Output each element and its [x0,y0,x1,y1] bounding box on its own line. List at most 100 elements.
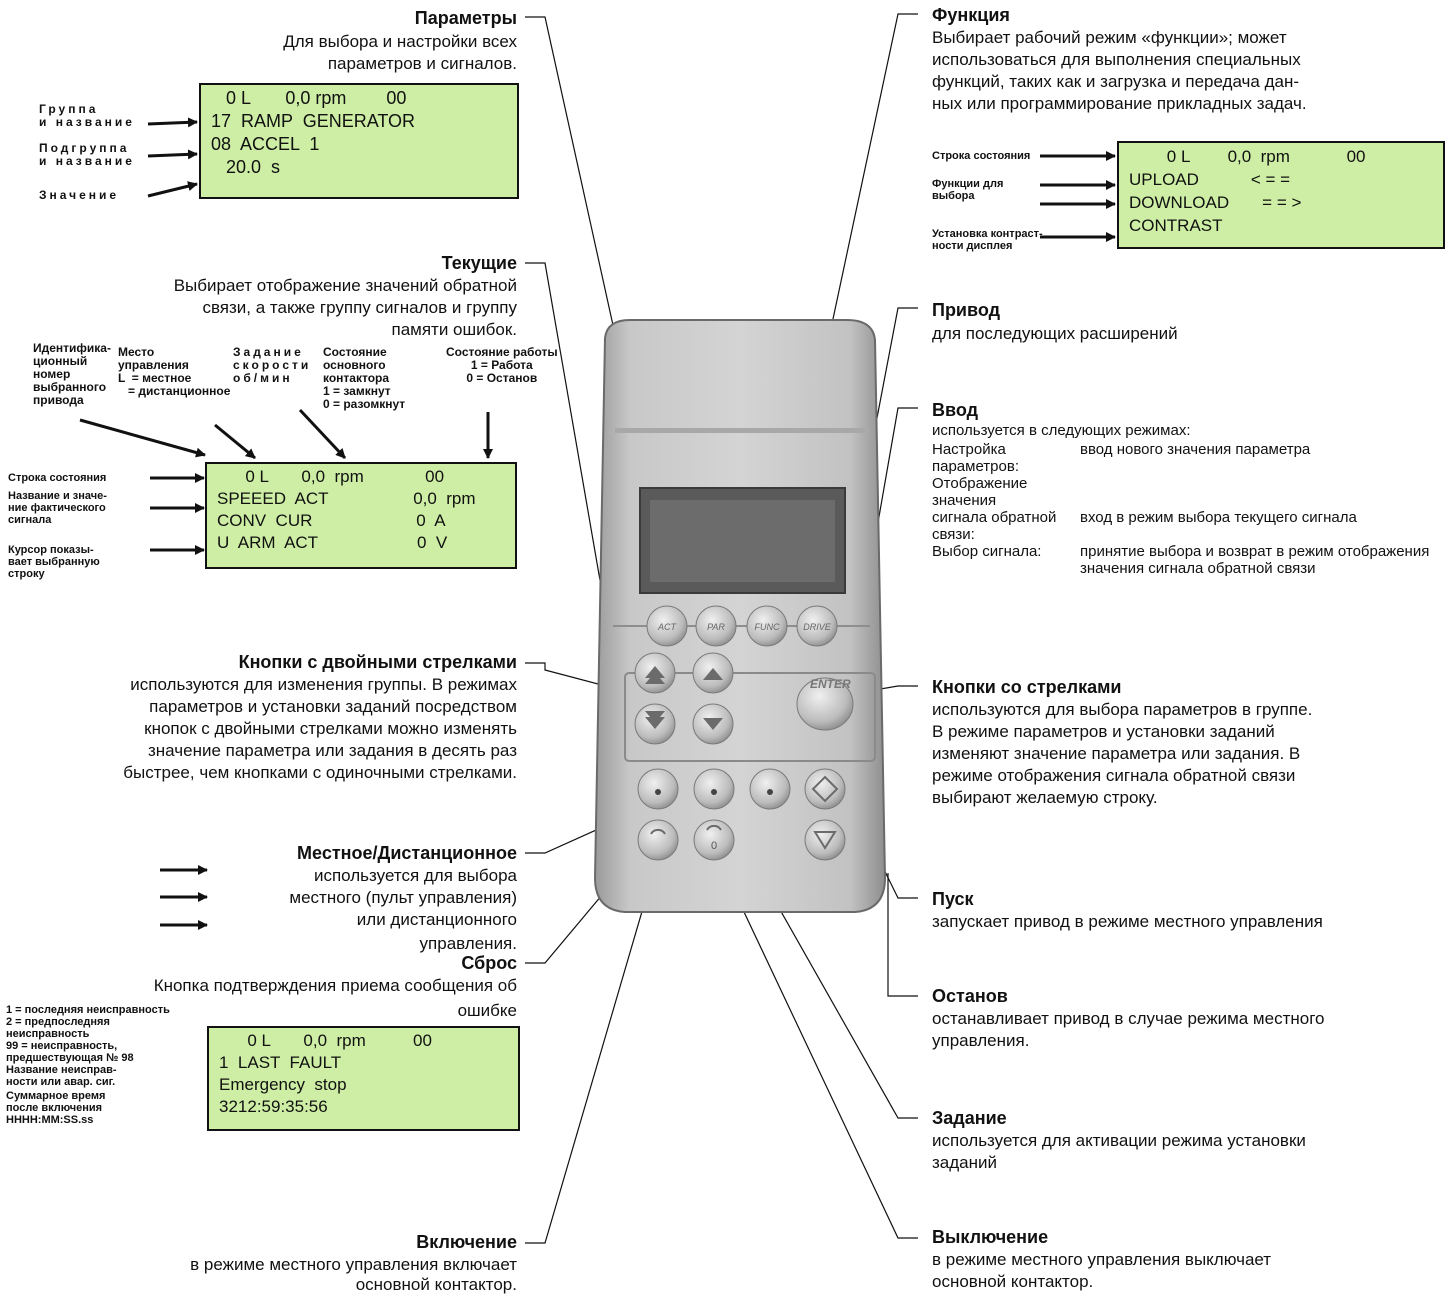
label-speed-ref: Задание скорости об/мин [233,345,312,385]
function-title: Функция [932,5,1010,25]
label-run-state: Состояние работы 1 = Работа 0 = Останов [446,345,558,385]
on-title: Включение [416,1232,517,1252]
start-line-1: запускает привод в режиме местного управ… [932,912,1323,931]
lcd-line: 08 ACCEL 1 [211,134,320,154]
on-line-1: в режиме местного управления включает [190,1255,517,1274]
local-remote-line: управления. [419,934,517,953]
label-drive-id: Идентифика- ционный номер выбранного при… [33,341,111,407]
lcd-line: CONTRAST [1129,216,1223,235]
double-arrows-line: кнопок с двойными стрелками можно изменя… [144,719,517,738]
lcd-line: CONV CUR 0 A [217,511,446,530]
off-line-2: основной контактор. [932,1272,1094,1291]
local-remote-title: Местное/Дистанционное [297,843,517,863]
actual-desc-2: связи, а также группу сигналов и группу [202,298,517,317]
double-arrows-title: Кнопки с двойными стрелками [238,652,517,672]
local-remote-line: местного (пульт управления) [289,888,517,907]
reset-line-2: ошибке [457,1001,517,1020]
label-fault-name: Название неисправ- ности или авар. сиг. [6,1064,117,1088]
enter-modes-table: Настройка параметров: ввод нового значен… [932,441,1442,577]
function-line: функций, таких как и загрузка и передача… [932,72,1300,91]
stop-title: Останов [932,986,1008,1006]
lcd-line: 3212:59:35:56 [219,1097,328,1116]
label-subgroup: Подгруппа и название [39,141,135,168]
drive-key-label: DRIVE [803,622,832,632]
enter-line-1: используется в следующих режимах: [932,422,1191,439]
actual-desc-1: Выбирает отображение значений обратной [173,276,517,295]
params-desc-2: параметров и сигналов. [327,54,517,73]
drive-title: Привод [932,300,1001,320]
label-control-place: Место управления L = местное = дистанцио… [118,345,231,398]
actual-lcd: 0 L 0,0 rpm 00 SPEEED ACT 0,0 rpm CONV C… [205,462,517,569]
start-title: Пуск [932,889,974,909]
lcd-line: 20.0 s [211,157,281,177]
stop-line-1: останавливает привод в случае режима мес… [932,1009,1325,1028]
enter-mode-name: сигнала обратной связи: [932,509,1057,543]
act-key-label: ACT [657,622,678,632]
panel-enter-key: ENTER [796,677,854,731]
reference-line-2: заданий [932,1153,998,1172]
zero-key-label: 0 [711,840,717,852]
lcd-line: 0 L 0,0 rpm 00 [1129,147,1366,166]
label-fault-index: 1 = последняя неисправность 2 = предпосл… [6,1004,170,1064]
enter-title: Ввод [932,400,979,420]
lcd-line: U ARM ACT 0 V [217,533,448,552]
arrows-line: выбирают желаемую строку. [932,788,1158,807]
label-contactor: Состояние основного контактора 1 = замкн… [323,345,406,411]
reset-line-1: Кнопка подтверждения приема сообщения об [153,976,517,995]
label-func-select: Функции для выбора [932,178,1004,202]
enter-mode-desc: принятие выбора и возврат в режим отобра… [1080,543,1430,577]
label-signal-name: Название и значе- ние фактического сигна… [8,490,107,526]
arrows-title: Кнопки со стрелками [932,677,1122,697]
lcd-line: UPLOAD < = = [1129,170,1291,189]
lcd-line: DOWNLOAD = = > [1129,193,1302,212]
lcd-line: 0 L 0,0 rpm 00 [219,1031,432,1050]
on-line-2: основной контактор. [355,1275,517,1294]
enter-mode-desc: ввод нового значения параметра [1080,441,1311,458]
drive-line-1: для последующих расширений [932,324,1178,343]
lcd-line: 1 LAST FAULT [219,1053,342,1072]
label-func-status: Строка состояния [932,150,1031,162]
reset-lcd: 0 L 0,0 rpm 00 1 LAST FAULT Emergency st… [207,1026,520,1131]
double-arrows-line: параметров и установки заданий посредств… [149,697,517,716]
params-desc-1: Для выбора и настройки всех [283,32,517,51]
panel-mode-keys: ACT PAR FUNC DRIVE [646,605,838,647]
local-remote-line: используется для выбора [313,866,517,885]
control-panel: ACT PAR FUNC DRIVE ENTER 0 [593,319,887,913]
arrows-line: используются для выбора параметров в гру… [932,700,1313,719]
label-status-line: Строка состояния [8,472,107,484]
stop-line-2: управления. [932,1031,1030,1050]
label-cursor: Курсор показы- вает выбранную строку [8,544,100,580]
svg-text:ENTER: ENTER [810,677,851,691]
lcd-line: SPEEED ACT 0,0 rpm [217,489,476,508]
arrows-line: В режиме параметров и установки заданий [932,722,1275,741]
enter-mode-desc [1080,475,1442,509]
function-lcd: 0 L 0,0 rpm 00 UPLOAD < = = DOWNLOAD = =… [1117,141,1445,249]
lcd-line: Emergency stop [219,1075,347,1094]
label-total-time: Суммарное время после включения HHHH:MM:… [6,1090,106,1126]
reference-title: Задание [932,1108,1007,1128]
function-line: Выбирает рабочий режим «функции»; может [932,28,1287,47]
enter-mode-name: Настройка параметров: [932,441,1019,475]
reference-line-1: используется для активации режима устано… [932,1131,1306,1150]
enter-mode-name: Выбор сигнала: [932,543,1042,560]
label-group: Группа и название [39,102,135,129]
lcd-line: 0 L 0,0 rpm 00 [211,88,407,108]
params-title: Параметры [414,8,517,28]
double-arrows-line: используются для изменения группы. В реж… [130,675,517,694]
arrows-line: режиме отображения сигнала обратной связ… [932,766,1296,785]
enter-mode-desc: вход в режим выбора текущего сигнала [1080,509,1357,526]
lcd-line: 0 L 0,0 rpm 00 [217,467,445,486]
local-remote-line: или дистанционного [356,910,517,929]
enter-mode-name: Отображение значения [932,475,1028,509]
off-title: Выключение [932,1227,1049,1247]
label-value: Значение [39,188,120,202]
reset-title: Сброс [461,953,517,973]
panel-function-keys: 0 [637,768,846,861]
panel-arrow-keys [634,652,734,745]
actual-title: Текущие [441,253,517,273]
arrows-line: изменяют значение параметра или задания.… [932,744,1301,763]
actual-desc-3: памяти ошибок. [391,320,518,339]
params-lcd: 0 L 0,0 rpm 00 17 RAMP GENERATOR 08 ACCE… [199,83,519,199]
label-func-contrast: Установка контраст- ности дисплея [932,228,1043,252]
